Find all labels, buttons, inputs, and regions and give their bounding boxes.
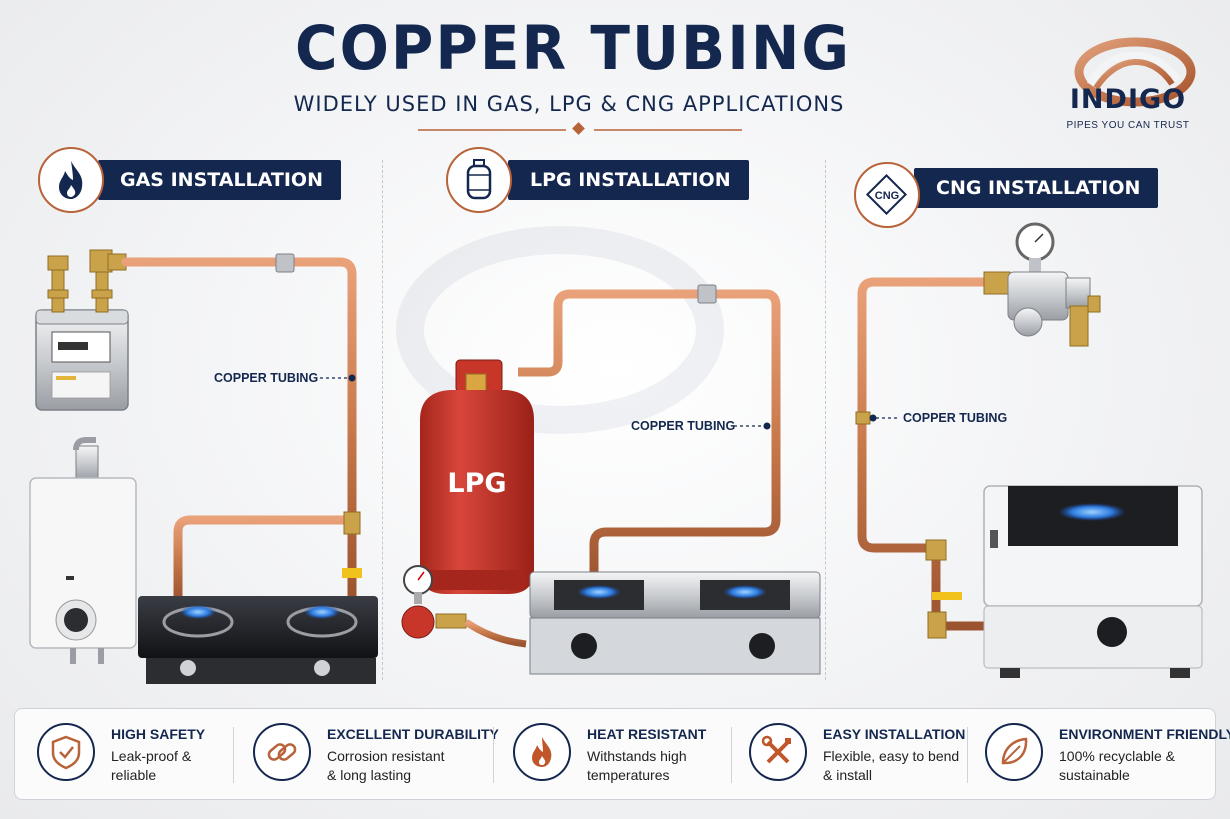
flame-icon (38, 147, 104, 213)
lpg-cylinder: LPG (420, 359, 534, 594)
feature-title: EXCELLENT DURABILITY (327, 726, 499, 742)
water-heater (29, 437, 137, 664)
callout-copper-tubing-lpg: COPPER TUBING (631, 419, 736, 433)
installation-illustration: LPG (29, 222, 1203, 684)
brand-logo-icon (1074, 37, 1196, 107)
section-title-lpg: LPG INSTALLATION (508, 160, 749, 200)
feature-durability: EXCELLENT DURABILITY Corrosion resistant… (253, 709, 499, 801)
cng-diamond-icon: CNG (854, 162, 920, 228)
cng-icon-text: CNG (875, 190, 899, 202)
feature-title: HIGH SAFETY (111, 726, 206, 742)
callout-copper-tubing-gas: COPPER TUBING (214, 371, 319, 385)
callout-copper-tubing-cng: COPPER TUBING (903, 411, 1008, 425)
feature-high-safety: HIGH SAFETY Leak-proof & reliable (37, 709, 257, 801)
features-panel: HIGH SAFETY Leak-proof & reliable EXCELL… (14, 708, 1230, 801)
glass-cooktop (138, 596, 378, 684)
page-title: COPPER TUBING (295, 12, 851, 84)
watermark-logo (396, 226, 724, 434)
gas-cylinder-icon (446, 147, 512, 213)
feature-heat-resistant: HEAT RESISTANT Withstands high temperatu… (513, 709, 733, 801)
feature-desc: Flexible, easy to bend & install (823, 748, 960, 783)
leaf-icon (985, 723, 1043, 781)
brand-name: INDIGO (1069, 84, 1187, 115)
feature-easy-installation: EASY INSTALLATION Flexible, easy to bend… (749, 709, 969, 801)
title-ornament (418, 122, 742, 135)
feature-title: ENVIRONMENT FRIENDLY (1059, 726, 1230, 742)
feature-separator (233, 727, 234, 783)
shield-check-icon (37, 723, 95, 781)
section-title-gas: GAS INSTALLATION (98, 160, 341, 200)
feature-desc: 100% recyclable & sustainable (1059, 748, 1175, 783)
feature-separator (967, 727, 968, 783)
section-divider (382, 160, 383, 680)
lpg-regulator (401, 565, 467, 639)
feature-desc: Withstands high temperatures (587, 748, 687, 783)
brass-fittings (47, 249, 127, 313)
feature-title: EASY INSTALLATION (823, 726, 966, 742)
chain-link-icon (253, 723, 311, 781)
tools-icon (749, 723, 807, 781)
feature-desc: Corrosion resistant & long lasting (327, 748, 445, 783)
page-subtitle: WIDELY USED IN GAS, LPG & CNG APPLICATIO… (293, 92, 845, 116)
steel-stove (529, 571, 821, 675)
feature-desc: Leak-proof & reliable (111, 748, 192, 783)
single-burner-stove (983, 485, 1203, 678)
section-divider (825, 160, 826, 680)
feature-separator (731, 727, 732, 783)
brand-tagline: PIPES YOU CAN TRUST (1066, 120, 1190, 131)
gas-meter (35, 309, 129, 411)
section-title-cng: CNG INSTALLATION (914, 168, 1159, 208)
feature-environment-friendly: ENVIRONMENT FRIENDLY 100% recyclable & s… (985, 709, 1230, 801)
flame-icon (513, 723, 571, 781)
cng-regulator (983, 222, 1101, 347)
feature-separator (493, 727, 494, 783)
lpg-cylinder-label: LPG (447, 468, 506, 499)
feature-title: HEAT RESISTANT (587, 726, 707, 742)
